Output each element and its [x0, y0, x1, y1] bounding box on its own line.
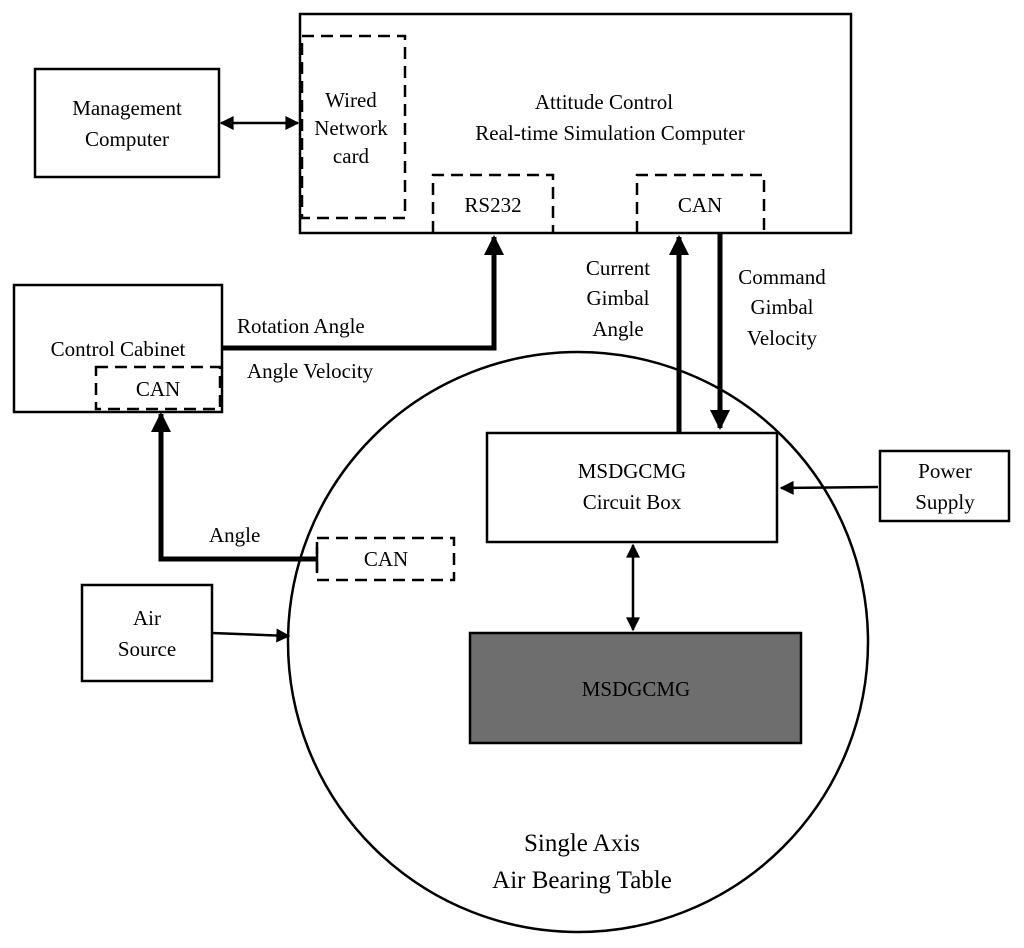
- network-card-line2: Network: [314, 116, 388, 140]
- circuit-box-line2: Circuit Box: [583, 490, 682, 514]
- power-supply: Power Supply: [878, 449, 1011, 523]
- management-computer-line1: Management: [72, 96, 182, 120]
- power-supply-line1: Power: [918, 459, 972, 483]
- air-source-line2: Source: [118, 637, 176, 661]
- current-gimbal-angle-line3: Angle: [592, 317, 643, 341]
- control-cabinet-can-label: CAN: [136, 377, 180, 401]
- angle-label: Angle: [209, 523, 260, 547]
- control-cabinet-title: Control Cabinet: [51, 337, 186, 361]
- rotation-angle-arrow: [222, 235, 504, 351]
- network-card-line1: Wired: [325, 88, 377, 112]
- power-supply-arrow: [779, 480, 879, 495]
- msdgcmg-block: MSDGCMG: [468, 631, 803, 745]
- air-source: Air Source: [80, 583, 214, 683]
- control-cabinet: Control Cabinet CAN: [12, 283, 224, 414]
- table-title-line1: Single Axis: [524, 830, 640, 857]
- circuit-box: MSDGCMG Circuit Box: [485, 431, 779, 544]
- attitude-computer-title-2: Real-time Simulation Computer: [475, 121, 744, 145]
- table-can-label: CAN: [364, 547, 408, 571]
- rotation-angle-label: Rotation Angle: [237, 314, 365, 338]
- command-gimbal-velocity-line2: Gimbal: [751, 295, 814, 319]
- power-supply-line2: Supply: [915, 490, 975, 514]
- table-can-box: [315, 536, 456, 582]
- angle-velocity-label: Angle Velocity: [247, 359, 374, 383]
- air-source-line1: Air: [133, 606, 161, 630]
- circuit-box-line1: MSDGCMG: [578, 459, 687, 483]
- table-title-line2: Air Bearing Table: [492, 867, 672, 894]
- command-gimbal-velocity-line3: Velocity: [747, 326, 817, 350]
- attitude-computer-title-1: Attitude Control: [535, 90, 673, 114]
- management-computer: Management Computer: [33, 67, 221, 179]
- angle-arrow: [151, 412, 317, 562]
- command-gimbal-velocity-line1: Command: [738, 265, 826, 289]
- attitude-control-computer: Wired Network card Attitude Control Real…: [298, 12, 853, 235]
- current-gimbal-angle-line2: Gimbal: [587, 286, 650, 310]
- network-card-line3: card: [333, 144, 370, 168]
- air-source-arrow: [211, 628, 291, 643]
- rs232-port-label: RS232: [464, 193, 521, 217]
- msdgcmg-label: MSDGCMG: [582, 677, 691, 701]
- current-gimbal-angle-line1: Current: [586, 256, 650, 280]
- management-computer-line2: Computer: [85, 127, 169, 151]
- computer-can-port-label: CAN: [678, 193, 722, 217]
